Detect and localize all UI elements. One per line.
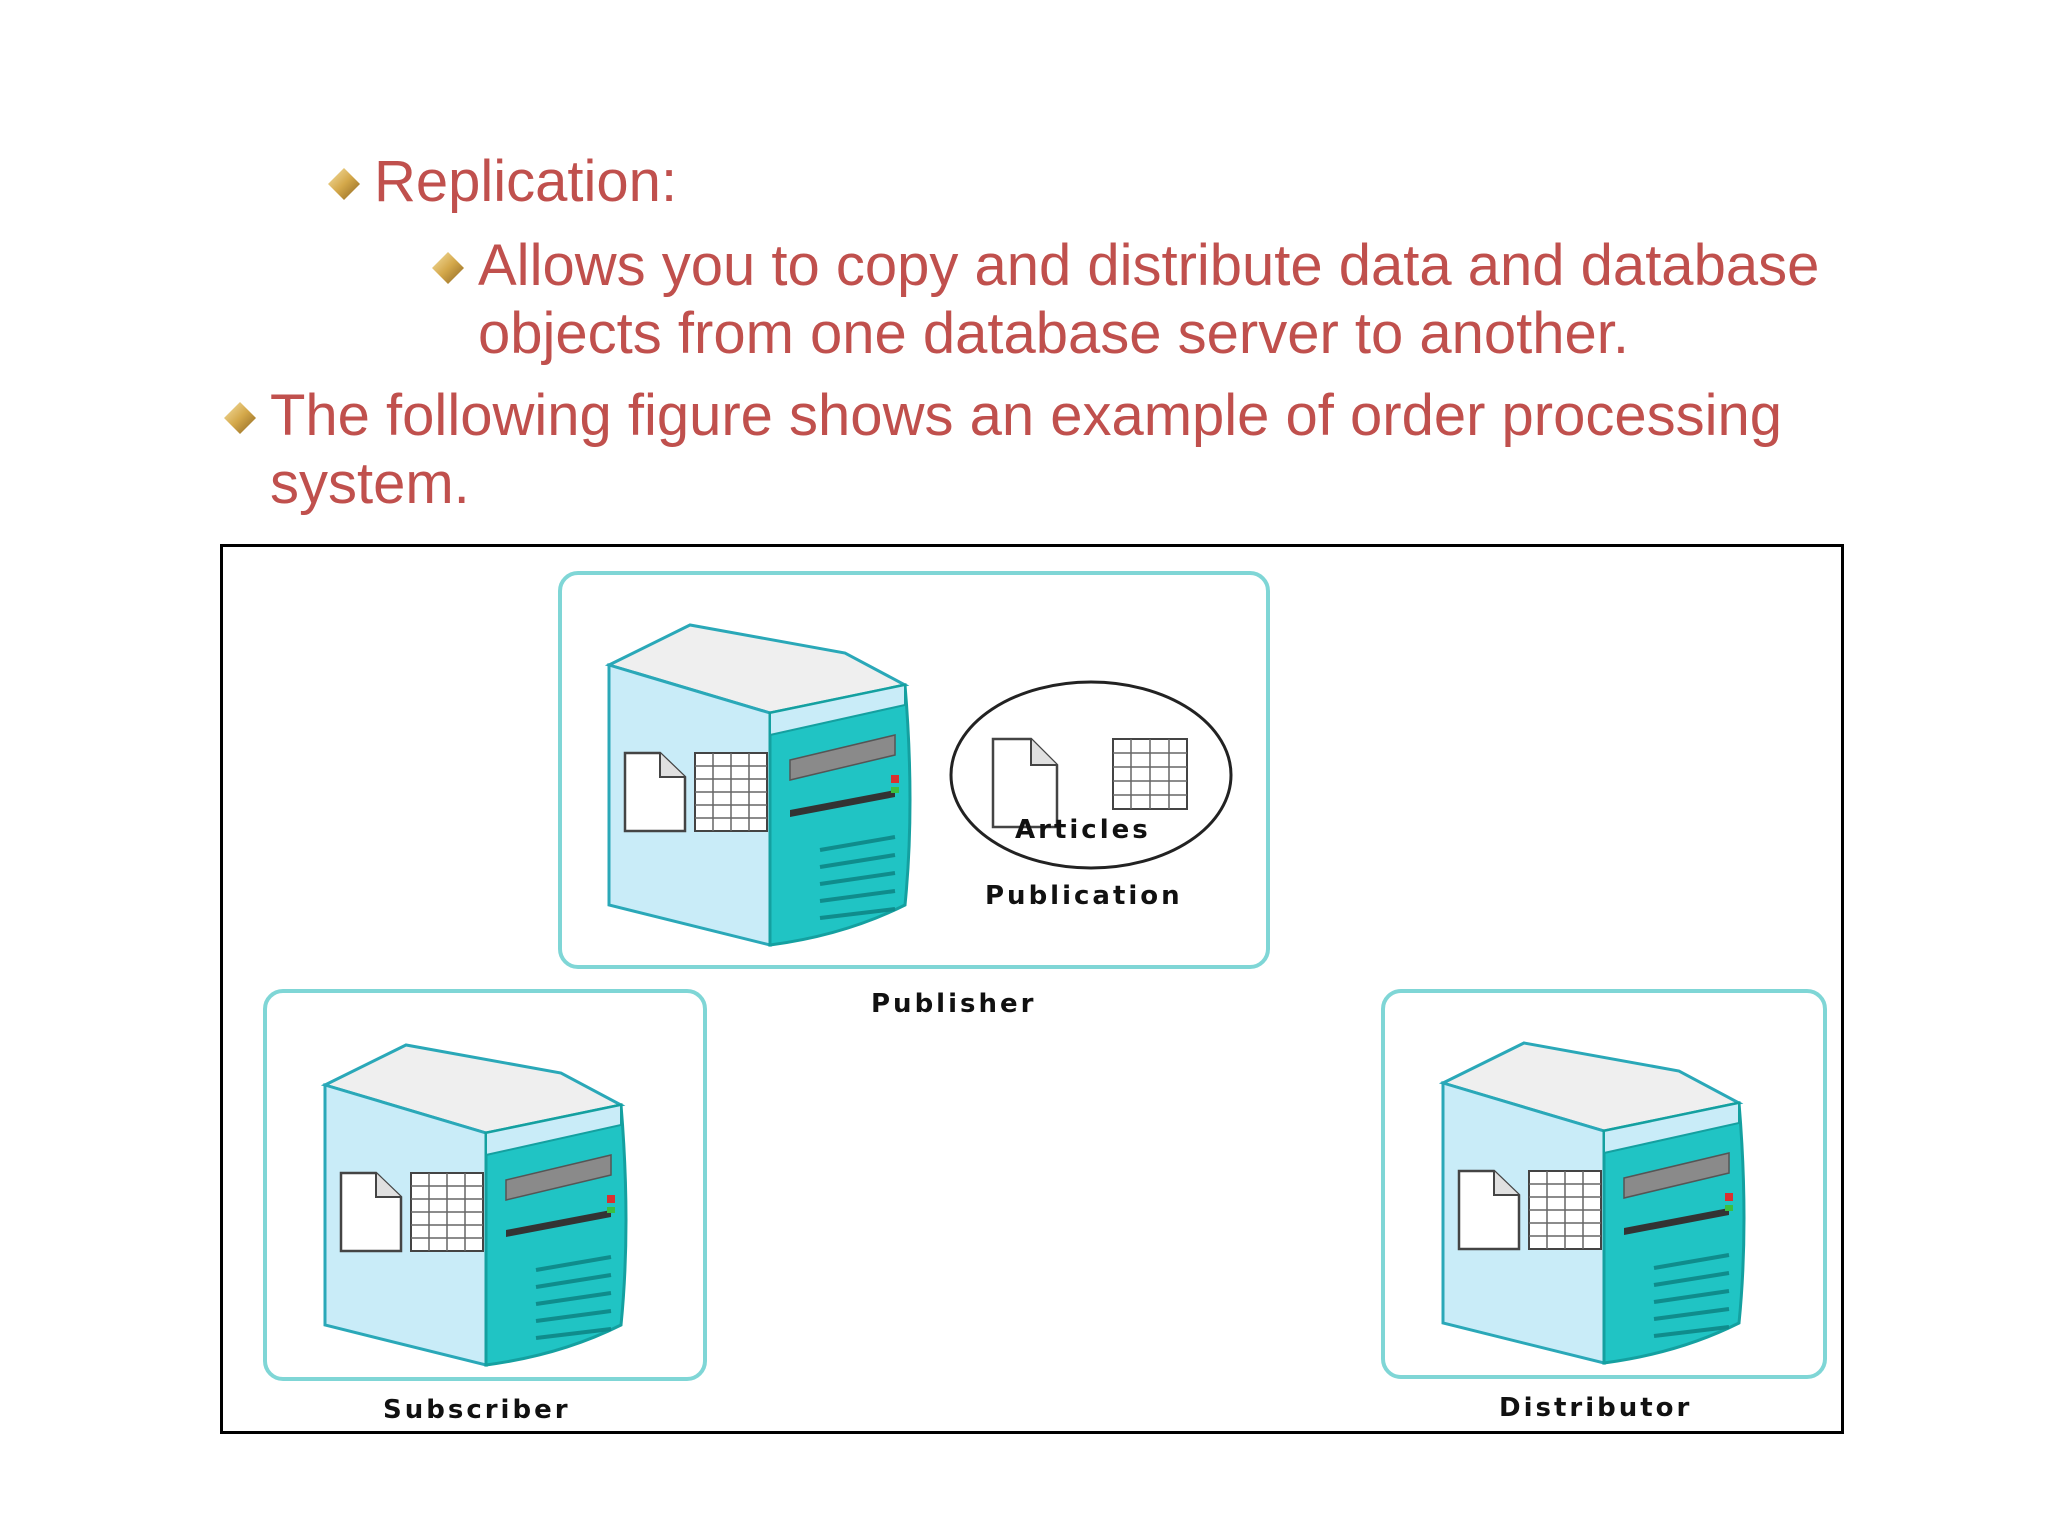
diamond-bullet-icon [224, 402, 256, 434]
bullet-replication: Replication: [326, 148, 677, 216]
diamond-bullet-icon [328, 168, 360, 200]
bullet-text: Replication: [374, 149, 678, 214]
subscriber-label: Subscriber [383, 1395, 571, 1425]
diagram-canvas [263, 571, 1827, 1381]
server-icon [1441, 1041, 1746, 1365]
server-icon [607, 623, 912, 947]
publication-label: Publication [985, 881, 1183, 911]
bullet-figure-intro: The following figure shows an example of… [222, 382, 1822, 518]
replication-diagram: Articles Publication Publisher Subscribe… [220, 544, 1844, 1434]
server-icon [323, 1043, 628, 1367]
publisher-label: Publisher [871, 989, 1037, 1019]
articles-label: Articles [1015, 815, 1151, 845]
diamond-bullet-icon [432, 252, 464, 284]
table-icon [1112, 738, 1188, 810]
bullet-replication-description: Allows you to copy and distribute data a… [430, 232, 1860, 368]
document-icon [991, 737, 1059, 829]
bullet-text: Allows you to copy and distribute data a… [478, 233, 1820, 366]
bullet-text: The following figure shows an example of… [270, 383, 1783, 516]
distributor-label: Distributor [1499, 1393, 1693, 1423]
